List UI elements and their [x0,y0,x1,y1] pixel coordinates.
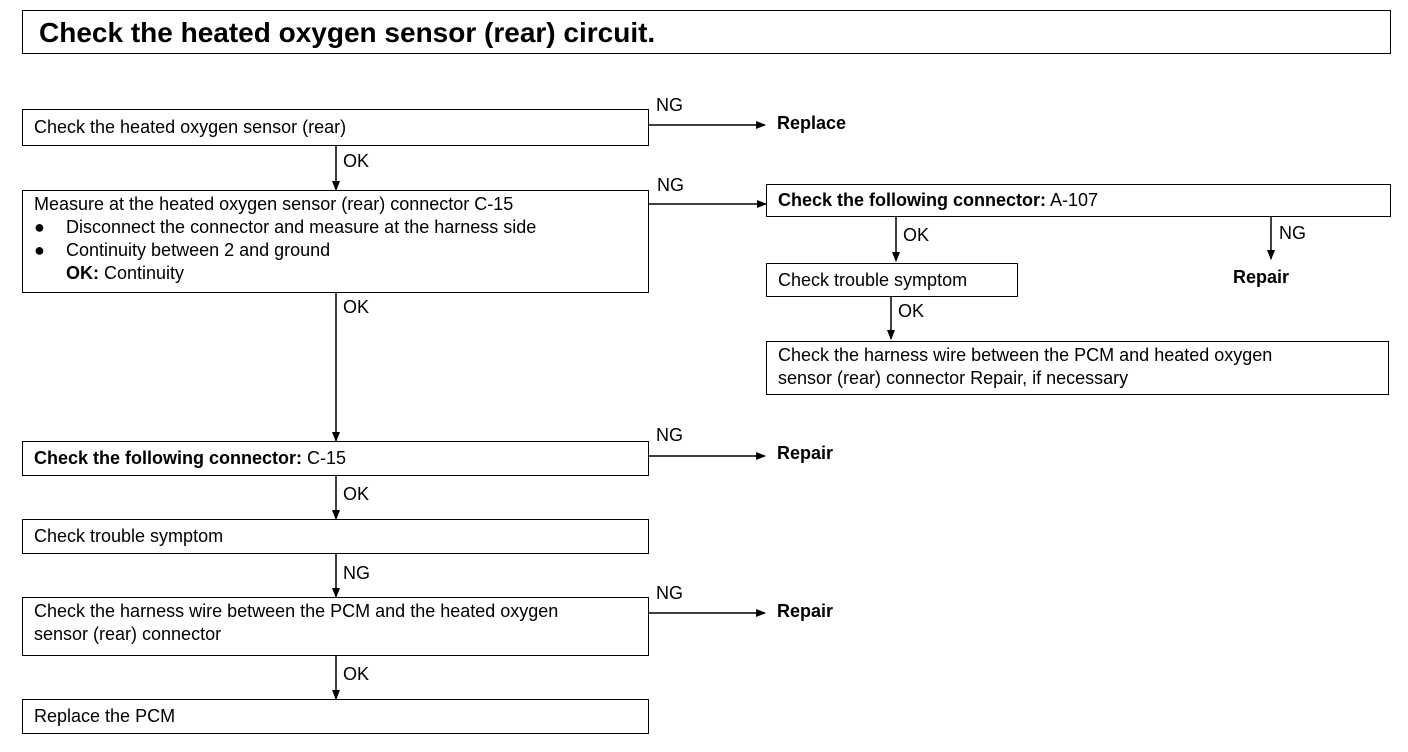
step-check-trouble-right: Check trouble symptom [766,263,1018,297]
harness-right-line-2: sensor (rear) connector Repair, if neces… [778,368,1129,388]
result-repair: Repair [1233,267,1290,287]
ng-label: NG [657,175,684,195]
measure-bullet-1: Disconnect the connector and measure at … [66,217,537,237]
ng-label: NG [656,583,683,603]
replace-pcm-text: Replace the PCM [34,706,176,726]
step-check-harness: Check the harness wire between the PCM a… [22,597,649,656]
trouble-symptom-right-text: Check trouble symptom [778,270,968,290]
step-check-connector-c15: Check the following connector: C-15 [22,441,649,476]
ok-criteria-value: Continuity [104,263,185,283]
ng-label: NG [343,563,370,583]
ok-label: OK [343,297,370,317]
result-repair: Repair [777,443,834,463]
harness-line-1: Check the harness wire between the PCM a… [34,601,559,621]
step-check-harness-right: Check the harness wire between the PCM a… [766,341,1389,395]
ok-label: OK [343,151,370,171]
connector-c15-value: C-15 [307,448,347,468]
step-check-sensor: Check the heated oxygen sensor (rear) [22,109,649,146]
ng-label: NG [656,425,683,445]
ok-label: OK [903,225,930,245]
connector-a107-value: A-107 [1050,190,1099,210]
ng-label: NG [656,95,683,115]
harness-right-line-1: Check the harness wire between the PCM a… [778,345,1273,365]
bullet-icon: ● [34,217,45,237]
step-check-sensor-text: Check the heated oxygen sensor (rear) [34,117,347,137]
step-replace-pcm: Replace the PCM [22,699,649,734]
measure-line: Measure at the heated oxygen sensor (rea… [34,194,514,214]
step-check-connector-a107: Check the following connector: A-107 [766,184,1391,217]
ng-label: NG [1279,223,1306,243]
trouble-symptom-text: Check trouble symptom [34,526,224,546]
result-replace: Replace [777,113,847,133]
connector-check-label: Check the following connector: [778,190,1047,210]
bullet-icon: ● [34,240,45,260]
ok-label: OK [343,664,370,684]
harness-line-2: sensor (rear) connector [34,624,222,644]
measure-bullet-2: Continuity between 2 and ground [66,240,331,260]
step-check-trouble: Check trouble symptom [22,519,649,554]
ok-criteria-label: OK: [66,263,99,283]
ok-label: OK [343,484,370,504]
result-repair: Repair [777,601,834,621]
page-title: Check the heated oxygen sensor (rear) ci… [22,10,1391,54]
connector-check-label: Check the following connector: [34,448,303,468]
step-measure-connector: Measure at the heated oxygen sensor (rea… [22,190,649,293]
ok-label: OK [898,301,925,321]
